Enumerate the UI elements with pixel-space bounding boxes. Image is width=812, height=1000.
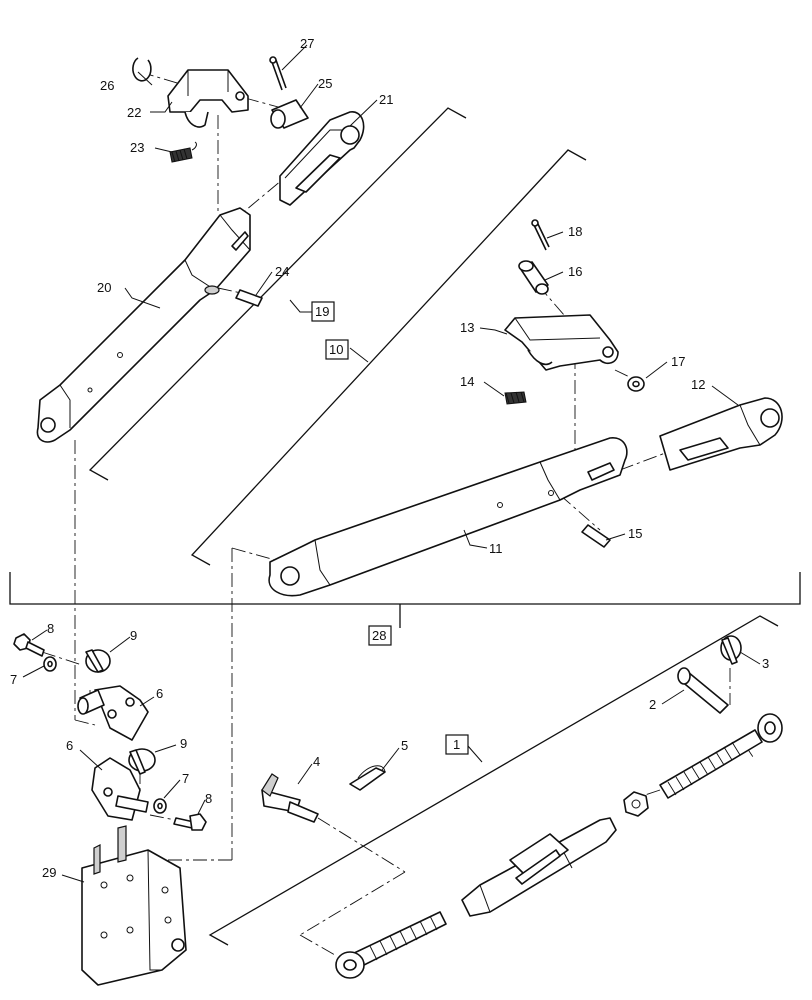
nut — [623, 791, 649, 817]
lower-link-assembly — [268, 219, 783, 597]
lynch-pin-3 — [720, 635, 742, 665]
upper-link-assembly — [36, 56, 365, 443]
pin-2 — [677, 667, 729, 714]
pin-24 — [235, 289, 263, 307]
washer-7-bottom — [153, 798, 167, 814]
callout-box-19 — [311, 301, 335, 322]
washer-7-top — [43, 656, 57, 672]
snap-ring-26 — [132, 57, 152, 82]
callout-6a: 6 — [156, 686, 163, 701]
turnbuckle-body — [461, 817, 617, 917]
clevis-21 — [279, 111, 365, 206]
callout-8b: 8 — [205, 791, 212, 806]
pin-16 — [518, 260, 549, 295]
callout-1: 1 — [453, 737, 460, 752]
callout-9b: 9 — [180, 736, 187, 751]
callout-22: 22 — [127, 105, 141, 120]
lynch-pin-9-top — [85, 649, 111, 673]
callout-23: 23 — [130, 140, 144, 155]
callout-8a: 8 — [47, 621, 54, 636]
callout-26: 26 — [100, 78, 114, 93]
callout-5: 5 — [401, 738, 408, 753]
callout-15: 15 — [628, 526, 642, 541]
bracket-19 — [88, 107, 467, 481]
callout-2: 2 — [649, 697, 656, 712]
callout-10: 10 — [329, 342, 343, 357]
callout-3: 3 — [762, 656, 769, 671]
spring-14 — [504, 391, 527, 405]
callout-16: 16 — [568, 264, 582, 279]
turnbuckle-assembly — [261, 635, 783, 979]
callout-labels: 27 26 25 22 21 23 24 20 19 10 18 16 13 1… — [10, 36, 769, 880]
washer-17 — [627, 376, 645, 392]
clevis-12 — [659, 397, 783, 471]
bracket-10 — [190, 149, 587, 566]
callout-21: 21 — [379, 92, 393, 107]
spring-23 — [169, 141, 197, 163]
pivot-plate-6-bottom — [91, 757, 149, 821]
pin-4 — [261, 773, 319, 823]
callout-4: 4 — [313, 754, 320, 769]
bolt-8-top — [13, 633, 45, 657]
callout-14: 14 — [460, 374, 474, 389]
callout-19: 19 — [315, 304, 329, 319]
callout-12: 12 — [691, 377, 705, 392]
callout-13: 13 — [460, 320, 474, 335]
cotter-pin-18 — [531, 219, 550, 251]
callout-24: 24 — [275, 264, 289, 279]
rod-end-right — [659, 713, 783, 799]
spring-pin-5 — [349, 765, 386, 791]
housing-29 — [81, 825, 187, 986]
bracket-28 — [9, 572, 801, 605]
callout-box-1 — [445, 734, 469, 755]
leader-lines — [22, 44, 761, 883]
bracket-13 — [504, 314, 619, 371]
cotter-pin-27 — [269, 56, 287, 91]
callout-29: 29 — [42, 865, 56, 880]
callout-7b: 7 — [182, 771, 189, 786]
callout-27: 27 — [300, 36, 314, 51]
lynch-pin-9-bottom — [128, 748, 156, 775]
callout-20: 20 — [97, 280, 111, 295]
assembly-brackets — [9, 107, 801, 946]
pivot-plate-6-top — [77, 685, 149, 741]
callout-28: 28 — [372, 628, 386, 643]
bolt-8-bottom — [173, 813, 207, 831]
pin-15 — [581, 524, 611, 548]
mounting-hardware — [13, 633, 207, 986]
callout-box-28 — [368, 625, 392, 646]
rod-end-left — [335, 911, 447, 979]
callout-25: 25 — [318, 76, 332, 91]
bracket-22 — [167, 69, 249, 128]
callout-11: 11 — [489, 541, 503, 556]
lower-link-body-11 — [268, 437, 628, 597]
bracket-1 — [208, 615, 779, 946]
upper-link-tube-20 — [36, 207, 251, 443]
callout-18: 18 — [568, 224, 582, 239]
callout-17: 17 — [671, 354, 685, 369]
callout-6b: 6 — [66, 738, 73, 753]
callout-7a: 7 — [10, 672, 17, 687]
callout-9a: 9 — [130, 628, 137, 643]
callout-box-10 — [325, 339, 349, 360]
pin-25 — [270, 99, 309, 129]
